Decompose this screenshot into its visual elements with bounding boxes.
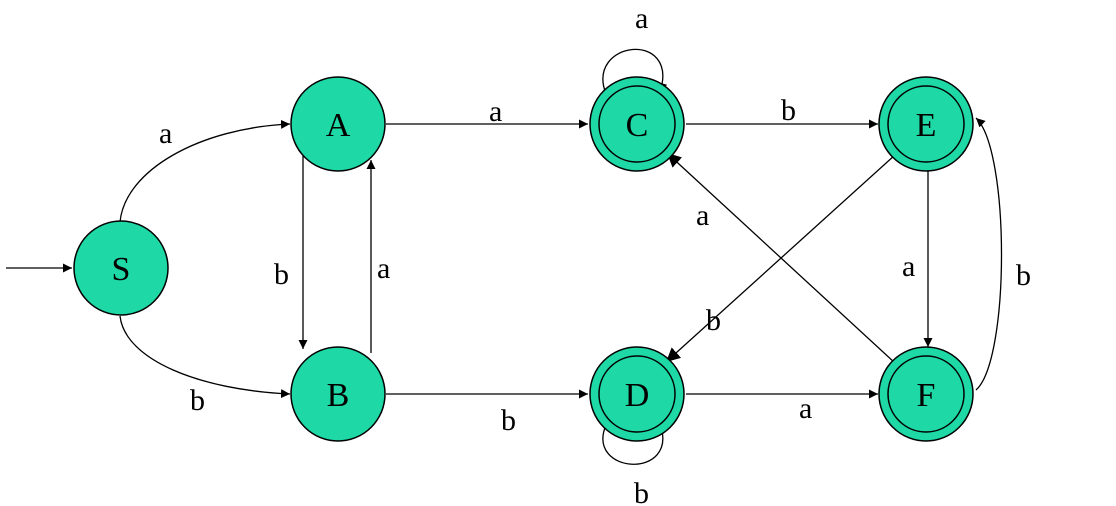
state-E: E (878, 76, 974, 172)
edge-S-B (119, 315, 291, 399)
edge-C-C-loop (602, 48, 668, 95)
state-C: C (589, 76, 685, 172)
edge-F-C (666, 152, 896, 364)
state-E-label: E (916, 107, 937, 144)
label-F-C: a (696, 199, 709, 232)
label-B-A: a (377, 252, 390, 285)
state-A: A (290, 76, 386, 172)
state-C-label: C (626, 107, 649, 144)
state-A-label: A (326, 107, 351, 144)
label-A-C: a (489, 95, 502, 128)
edge-D-D-loop (602, 423, 668, 465)
edge-S-A (119, 119, 291, 223)
label-B-D: b (501, 404, 516, 437)
label-S-A: a (159, 117, 172, 150)
label-A-B: b (274, 258, 289, 291)
state-F-label: F (917, 377, 936, 414)
state-D-label: D (625, 377, 650, 414)
edge-E-D (665, 154, 896, 363)
state-S: S (73, 220, 169, 316)
label-C-C: a (635, 2, 648, 35)
label-F-E: b (1016, 259, 1031, 292)
label-C-E: b (781, 94, 796, 127)
edge-F-E (975, 117, 1003, 391)
label-D-F: a (799, 392, 812, 425)
label-S-B: b (190, 384, 205, 417)
label-E-F: a (902, 250, 915, 283)
state-F: F (878, 346, 974, 442)
state-B-label: B (327, 377, 350, 414)
state-S-label: S (112, 251, 131, 288)
state-D: D (589, 346, 685, 442)
state-B: B (290, 346, 386, 442)
label-D-D: b (634, 477, 649, 506)
label-E-D: b (706, 304, 721, 337)
